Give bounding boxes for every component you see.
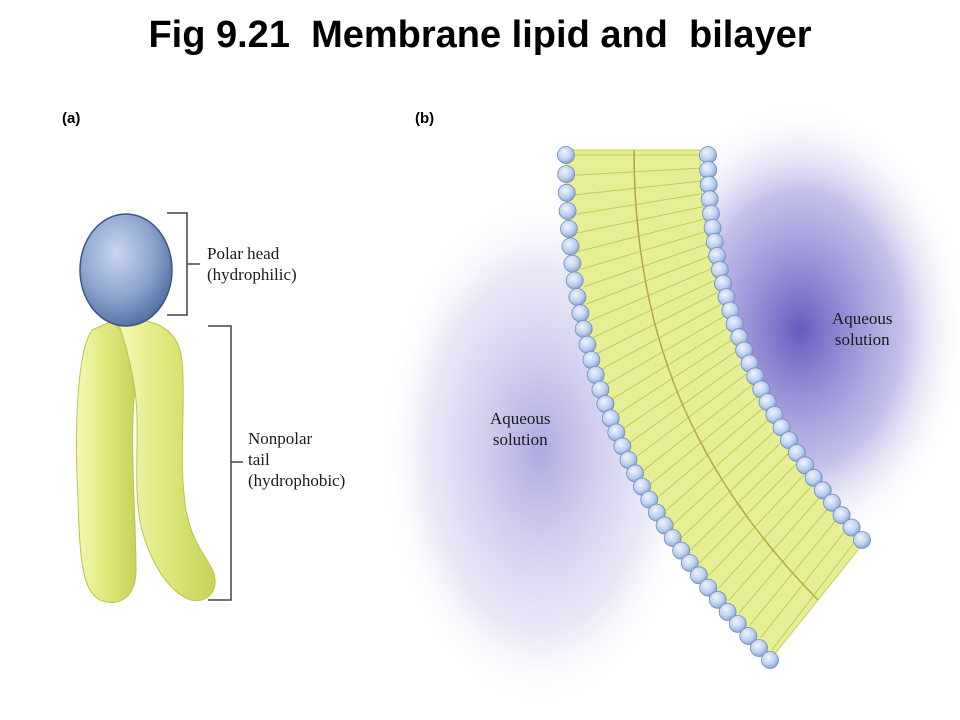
aqueous-left-label-line2: solution — [492, 430, 548, 449]
aqueous-right-label: Aqueous solution — [832, 308, 892, 350]
bilayer-tail-line — [749, 517, 839, 626]
bilayer-tail-line — [664, 418, 770, 513]
bilayer-head — [568, 288, 587, 306]
nonpolar-tail-label-line2: tail — [248, 450, 270, 469]
bilayer-head — [832, 506, 851, 525]
bilayer-tail-line — [616, 339, 733, 415]
aqueous-right-label-line2: solution — [834, 330, 890, 349]
bilayer-head — [557, 146, 575, 164]
bilayer-head — [853, 531, 871, 549]
polar-head-label-line2: (hydrophilic) — [207, 265, 297, 284]
bilayer-head — [842, 518, 861, 537]
panel-a-label: (a) — [62, 110, 81, 127]
nonpolar-tail-label-line1: Nonpolar — [248, 429, 313, 448]
polar-head-label: Polar head (hydrophilic) — [207, 243, 297, 285]
bilayer-head — [680, 554, 699, 572]
figure-title: Fig 9.21 Membrane lipid and bilayer — [148, 14, 812, 56]
bilayer-head — [788, 443, 806, 462]
bilayer-tail-line — [708, 474, 805, 577]
bilayer-head — [557, 165, 576, 184]
bilayer-tail-line — [698, 463, 798, 564]
bilayer-head — [647, 503, 666, 522]
bilayer-tail-line — [634, 373, 747, 458]
bilayer-head — [663, 529, 682, 547]
bilayer-tail-line — [574, 180, 701, 196]
bilayer-tail-line — [586, 255, 710, 305]
lipid-tail-right — [117, 319, 216, 602]
bilayer-head — [739, 627, 758, 645]
bilayer-head — [578, 335, 597, 354]
bilayer-tail-line — [641, 385, 753, 472]
bilayer-head — [690, 566, 708, 585]
bilayer-head — [699, 578, 718, 597]
bilayer-head — [561, 237, 580, 256]
bilayer-head — [813, 481, 832, 500]
bilayer-tail-line — [728, 495, 821, 602]
bilayer-tail-line — [589, 268, 712, 322]
aqueous-right-label-line1: Aqueous — [832, 309, 893, 328]
bilayer-head — [672, 541, 690, 560]
bilayer-head — [699, 146, 717, 164]
bilayer-head — [563, 254, 582, 273]
bilayer-head — [718, 603, 737, 621]
bilayer-diagram — [380, 100, 960, 710]
bilayer-head — [582, 350, 601, 369]
aqueous-left-label-line1: Aqueous — [490, 409, 551, 428]
bilayer-tail-line — [580, 231, 706, 270]
bilayer-head — [560, 219, 578, 238]
bilayer-head — [565, 271, 584, 290]
bilayer-tail-lines — [574, 154, 857, 651]
bilayer-tail-line — [656, 407, 764, 499]
bilayer-tail-line — [574, 167, 701, 176]
bilayer-tail-line — [597, 292, 718, 354]
polar-head-label-line1: Polar head — [207, 244, 280, 263]
bilayer-tail-line — [760, 528, 848, 639]
bilayer-tail-line — [583, 243, 708, 288]
head-bracket — [167, 212, 200, 316]
lipid-molecule — [76, 213, 216, 603]
bilayer-head — [708, 590, 727, 609]
bilayer-midline — [633, 149, 819, 601]
bilayer-tail-line — [622, 350, 737, 430]
bilayer-head — [823, 493, 841, 512]
bilayer-tail-line — [718, 485, 813, 589]
bilayer-head — [557, 183, 576, 202]
bilayer-tail-line — [576, 206, 703, 234]
bilayer-tail-line — [689, 452, 790, 551]
bilayer-tail-line — [593, 280, 715, 338]
bilayer-tail-line — [606, 315, 725, 385]
bilayer-tail-line — [578, 218, 704, 252]
polar-head — [79, 213, 173, 327]
bilayer-tail-line — [680, 440, 783, 539]
bilayer-head — [558, 202, 577, 220]
bilayer-head — [574, 320, 593, 338]
bilayer-tail-line — [738, 506, 830, 614]
bilayer-tail-line — [575, 193, 702, 215]
aqueous-left-label: Aqueous solution — [490, 408, 550, 450]
bilayer-head — [780, 431, 798, 450]
bilayer-head — [804, 468, 823, 487]
bilayer-tail-line — [672, 429, 777, 526]
bilayer-head — [750, 639, 768, 657]
panel-b-label: (b) — [415, 110, 435, 127]
nonpolar-tail-label-line3: (hydrophobic) — [248, 471, 346, 490]
bilayer-heads-inner — [699, 146, 871, 549]
bilayer-tail-line — [648, 396, 758, 486]
bilayer-tail-line — [601, 304, 721, 370]
lipid-tail-left — [76, 321, 137, 603]
bilayer-tail-line — [628, 362, 742, 444]
bilayer-head — [571, 304, 590, 323]
nonpolar-tail-label: Nonpolar tail (hydrophobic) — [248, 428, 345, 491]
bilayer-head — [728, 615, 747, 633]
tail-bracket — [208, 325, 243, 601]
bilayer-head — [761, 651, 779, 669]
bilayer-heads-outer — [557, 146, 779, 669]
bilayer-tail-line — [611, 327, 729, 401]
bilayer-head — [655, 516, 674, 535]
bilayer-head — [796, 456, 814, 475]
